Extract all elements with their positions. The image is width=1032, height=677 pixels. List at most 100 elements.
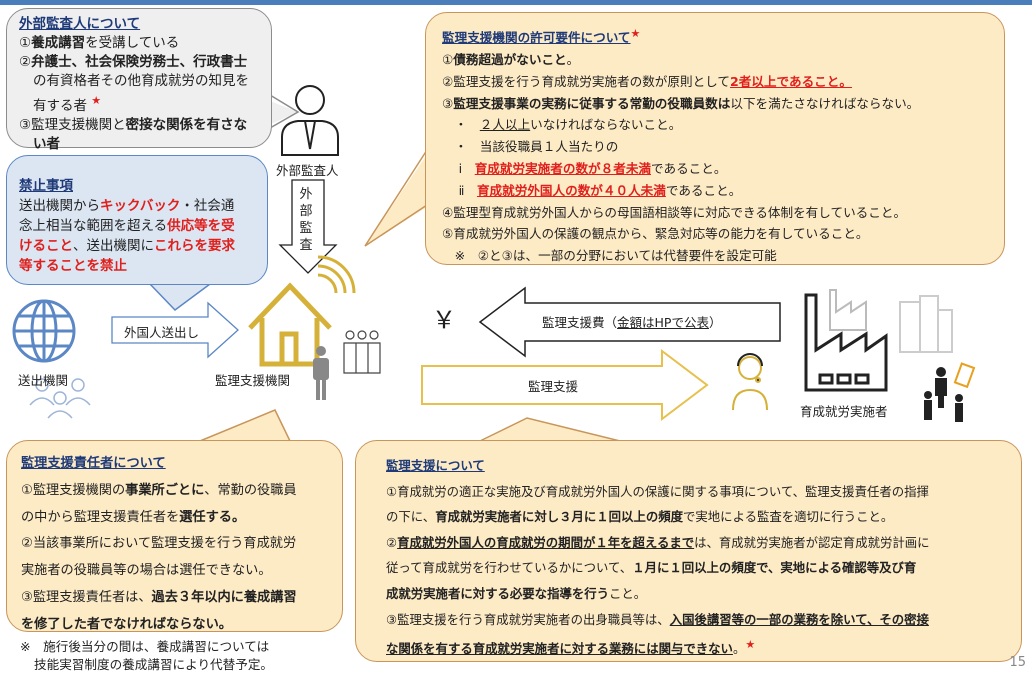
bubble-tail-supervision: [480, 418, 620, 442]
star-icon: ★: [630, 27, 641, 40]
text-segment: 。: [732, 641, 746, 657]
text-line: 従って育成就労を行わせているかについて、１月に１回以上の頻度で、実地による確認等…: [386, 555, 991, 581]
text-segment: ①育成就労の適正な実施及び育成就労外国人の保護に関する事項について、監理支援責任…: [386, 483, 929, 499]
text-segment: 等することを禁止: [19, 258, 127, 274]
text-line: ③監理支援事業の実務に従事する常勤の役職員数は以下を満たさなければならない。: [442, 93, 988, 115]
sending-org-label: 送出機関: [18, 373, 69, 388]
text-line: ①育成就労の適正な実施及び育成就労外国人の保護に関する事項について、監理支援責任…: [386, 479, 991, 505]
footnote-line: ※ 施行後当分の間は、養成講習については: [20, 639, 270, 654]
external-auditor-label: 外部監査人: [276, 163, 339, 178]
text-line: けること、送出機関にこれらを要求: [19, 236, 255, 256]
text-line: ①債務超過がないこと。: [442, 49, 988, 71]
text-segment: 育成就労実施者の数が８者未満: [474, 160, 652, 176]
text-segment: ⅱ: [442, 182, 477, 198]
permit-lines: ①債務超過がないこと。②監理支援を行う育成就労実施者の数が原則として2者以上であ…: [442, 49, 988, 267]
text-segment: で実地による監査を適切に行うこと。: [683, 509, 894, 525]
text-line: ①養成講習を受講している: [19, 34, 259, 53]
staff-person-icon: [313, 346, 329, 400]
text-line: ②弁護士、社会保険労務士、行政書士: [19, 53, 259, 72]
text-line: 等することを禁止: [19, 256, 255, 276]
text-line: 念上相当な範囲を超える供応等を受: [19, 216, 255, 236]
footnote: ※ 施行後当分の間は、養成講習については 技能実習制度の養成講習により代替予定。: [20, 638, 273, 674]
bubble-tail-supervisor: [200, 410, 290, 442]
text-segment: ③監理支援機関と: [19, 116, 126, 133]
permit-title: 監理支援機関の許可要件について: [442, 30, 631, 46]
text-segment: であること。: [665, 182, 742, 198]
text-line: ①監理支援機関の事業所ごとに、常勤の役職員: [21, 478, 328, 505]
prohibited-box: 禁止事項 送出機関からキックバック・社会通念上相当な範囲を超える供応等を受けるこ…: [6, 155, 268, 285]
text-segment: ・: [442, 117, 480, 133]
text-segment: の中から監理支援責任者を: [21, 509, 180, 525]
text-segment: ③監理支援を行う育成就労実施者の出身職員等は、: [386, 611, 670, 627]
text-line: 実施者の役職員等の場合は選任できない。: [21, 558, 328, 585]
text-line: 成就労実施者に対する必要な指導を行うこと。: [386, 581, 991, 607]
text-line: ②当該事業所において監理支援を行う育成就労: [21, 531, 328, 558]
text-segment: 成就労実施者に対する必要な指導を行う: [386, 585, 610, 601]
text-line: ⅱ 育成就労外国人の数が４０人未満であること。: [442, 180, 988, 202]
text-segment: ２人以上: [479, 117, 531, 133]
text-line: い者: [19, 135, 259, 154]
text-line: ※ ②と③は、一部の分野においては代替要件を設定可能: [442, 245, 988, 267]
implementer-label: 育成就労実施者: [800, 404, 888, 419]
text-line: ②監理支援を行う育成就労実施者の数が原則として2者以上であること。: [442, 71, 988, 93]
text-segment: ②: [386, 534, 398, 550]
supervisor-lines: ①監理支援機関の事業所ごとに、常勤の役職員の中から監理支援責任者を選任する。②当…: [21, 478, 328, 639]
text-segment: 2者以上であること。: [729, 73, 852, 89]
text-segment: 以下を満たさなければならない。: [730, 95, 920, 111]
supervisor-title: 監理支援責任者について: [21, 456, 166, 471]
text-segment: こと。: [609, 585, 647, 601]
text-line: な関係を有する育成就労実施者に対する業務には関与できない。★: [386, 632, 991, 662]
text-line: の下に、育成就労実施者に対し３月に１回以上の頻度で実地による監査を適切に行うこと…: [386, 504, 991, 530]
support-arrow: [421, 348, 709, 422]
text-segment: 育成就労外国人の育成就労の期間が１年を超えるまで: [397, 534, 695, 550]
text-line: ③監理支援機関と密接な関係を有さな: [19, 116, 259, 135]
headset-person-icon: [732, 353, 768, 411]
text-segment: ②: [19, 54, 32, 70]
text-segment: 従って育成就労を行わせているかについて、: [386, 560, 633, 576]
yen-icon: ￥: [432, 306, 456, 334]
text-segment: ・社会通: [180, 198, 235, 214]
support-arrow-label: 監理支援: [528, 379, 579, 394]
text-segment: ※ ②と③は、一部の分野においては代替要件を設定可能: [442, 248, 777, 264]
text-segment: 弁護士、社会保険労務士、行政書士: [31, 54, 248, 70]
text-segment: ③監理支援責任者は、: [21, 589, 152, 605]
text-segment: これらを要求: [154, 238, 235, 254]
text-line: ・ ２人以上いなければならないこと。: [442, 114, 988, 136]
text-segment: 供応等を受: [167, 218, 235, 234]
text-segment: 育成就労実施者に対し３月に１回以上の頻度: [435, 509, 684, 525]
text-segment: ①監理支援機関の: [21, 482, 126, 498]
text-segment: 事業所ごとに: [125, 482, 205, 498]
text-segment: 念上相当な範囲を超える: [19, 218, 168, 234]
buildings-icon: [899, 295, 953, 353]
text-segment: ③: [442, 95, 454, 111]
text-segment: 育成就労外国人の数が４０人未満: [476, 182, 666, 198]
bubble-tail-prohibited: [150, 283, 210, 310]
text-segment: 送出機関から: [19, 198, 100, 214]
supervision-lines: ①育成就労の適正な実施及び育成就労外国人の保護に関する事項について、監理支援責任…: [386, 479, 991, 662]
text-segment: は、育成就労実施者が認定育成就労計画に: [694, 534, 930, 550]
factory-icon: [804, 293, 888, 392]
text-segment: ①: [442, 51, 454, 67]
text-segment: の下に、: [386, 509, 436, 525]
text-segment: ⑤育成就労外国人の保護の観点から、緊急対応等の能力を有していること。: [442, 226, 869, 242]
fee-arrow: [478, 286, 781, 358]
star-icon: ★: [745, 638, 756, 652]
text-line: ②育成就労外国人の育成就労の期間が１年を超えるまでは、育成就労実施者が認定育成就…: [386, 530, 991, 556]
text-line: の有資格者その他育成就労の知見を: [19, 72, 259, 91]
text-line: 有する者 ★: [19, 91, 259, 116]
text-segment: ②当該事業所において監理支援を行う育成就労: [21, 536, 297, 552]
supervision-box: 監理支援について ①育成就労の適正な実施及び育成就労外国人の保護に関する事項につ…: [355, 440, 1022, 662]
supervision-title: 監理支援について: [386, 458, 485, 473]
text-line: ⑤育成就労外国人の保護の観点から、緊急対応等の能力を有していること。: [442, 223, 988, 245]
text-segment: 、常勤の役職員: [204, 482, 297, 498]
auditor-person-icon: [281, 85, 339, 156]
text-line: ④監理型育成就労外国人からの母国語相談等に対応できる体制を有していること。: [442, 202, 988, 224]
text-segment: であること。: [651, 160, 727, 176]
external-auditor-title: 外部監査人について: [19, 16, 141, 32]
text-segment: 債務超過がないこと: [453, 51, 567, 67]
gray-factory-icon: [829, 289, 867, 331]
text-line: を修了した者でなければならない。: [21, 612, 328, 639]
supervisor-box: 監理支援責任者について ①監理支援機関の事業所ごとに、常勤の役職員の中から監理支…: [6, 440, 343, 632]
